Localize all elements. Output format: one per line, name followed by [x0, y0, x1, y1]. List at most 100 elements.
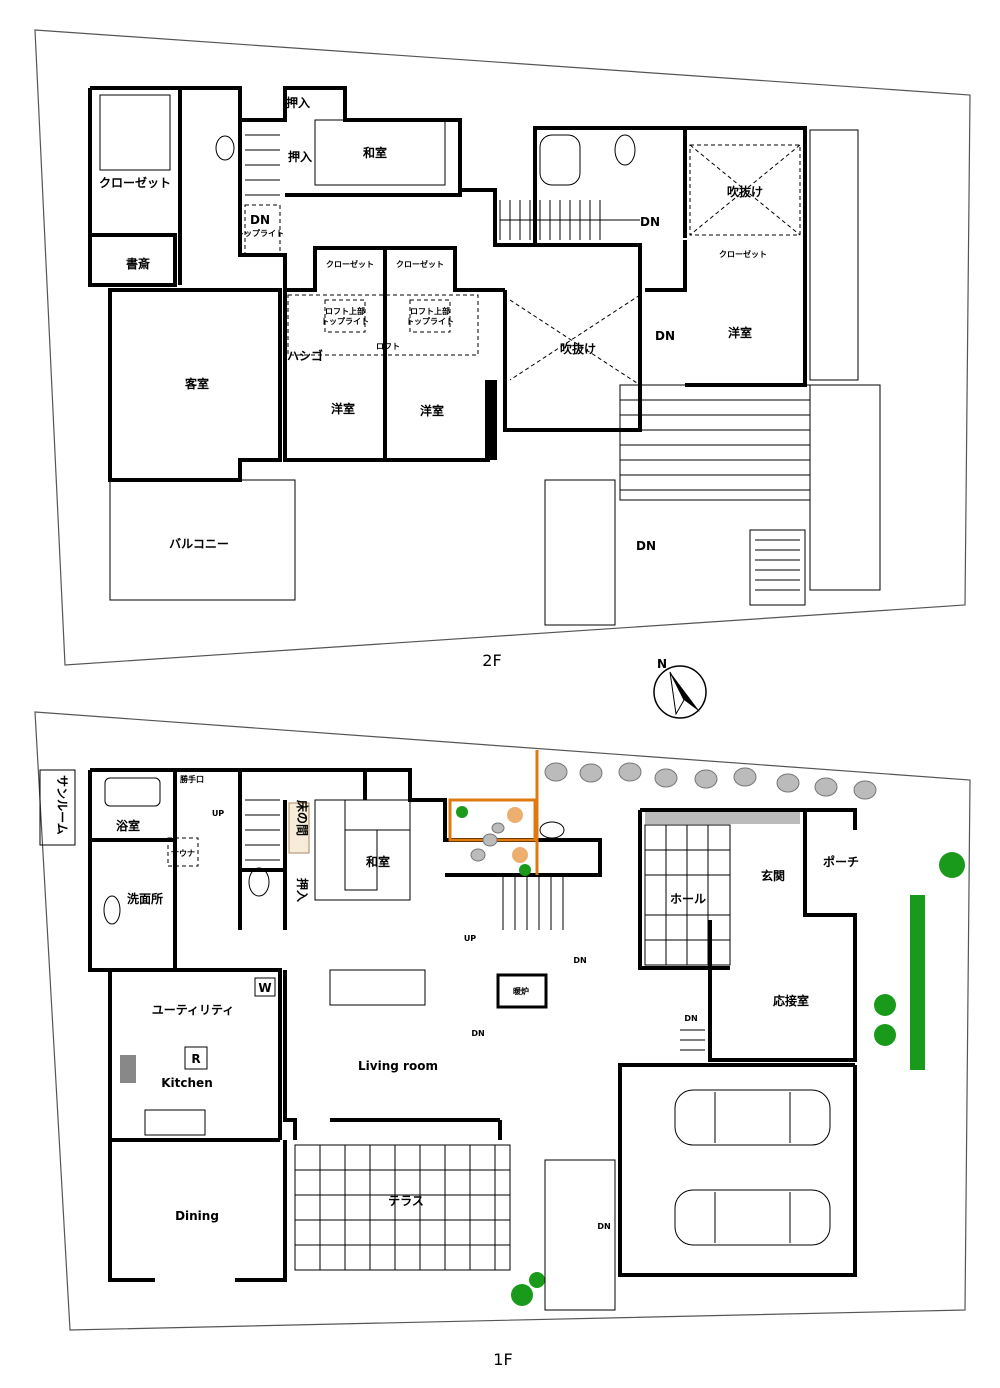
- sauna-outline: [167, 837, 199, 867]
- room-label: 応接室: [773, 993, 809, 1008]
- room-label: 洋室: [331, 401, 355, 416]
- room-label: サンルーム: [55, 775, 69, 835]
- side-terrace: [809, 129, 859, 381]
- toilet-icon: [539, 821, 565, 839]
- room-label: 床の間: [295, 800, 310, 836]
- atrium-1: [689, 144, 801, 236]
- room-label: 洗面所: [127, 891, 163, 906]
- bush-icon: [939, 852, 965, 878]
- room-label: テラス: [388, 1194, 424, 1208]
- toilet-icon: [215, 135, 235, 161]
- room-label: ポーチ: [823, 854, 859, 869]
- room-label: 書斎: [126, 256, 150, 271]
- bush-icon: [529, 1272, 545, 1288]
- room-label: ハシゴ: [287, 348, 323, 363]
- stair-label: DN: [640, 215, 660, 229]
- stair-label: DN: [636, 539, 656, 553]
- toilet-icon: [248, 867, 270, 897]
- walkway: [544, 1159, 616, 1311]
- walls-2f: [88, 86, 807, 482]
- balcony-outline: [109, 479, 296, 601]
- deck: [619, 384, 811, 501]
- room-label: クローゼット: [326, 259, 374, 269]
- room-label: トップライト: [236, 228, 284, 238]
- toilet-icon: [614, 134, 636, 166]
- room-label: ロフト上部: [325, 306, 365, 316]
- room-label: バルコニー: [169, 537, 229, 551]
- room-label: クローゼット: [396, 259, 444, 269]
- stair-label: DN: [471, 1029, 484, 1038]
- inner-garden: [448, 750, 539, 876]
- room-label: 和室: [362, 145, 387, 160]
- room-label: W: [258, 981, 271, 995]
- bathtub-icon: [104, 777, 161, 807]
- stair-label: DN: [597, 1222, 610, 1231]
- bush-icon: [874, 1024, 896, 1046]
- terrace-tiles: [294, 1144, 511, 1271]
- floor-label-2f: 2F: [482, 651, 501, 670]
- stove-icon: [120, 1055, 136, 1083]
- room-label: Kitchen: [161, 1076, 213, 1090]
- room-label: R: [191, 1052, 200, 1066]
- stairs-2f: [245, 134, 640, 240]
- stair-label: DN: [655, 329, 675, 343]
- fireplace-icon: [496, 973, 548, 1009]
- room-label: 洋室: [728, 325, 752, 340]
- kitchen-counter: [144, 1109, 206, 1136]
- stair-label: DN: [250, 213, 270, 227]
- room-label: 和室: [365, 854, 390, 869]
- room-label: 吹抜け: [560, 341, 596, 356]
- room-label: 客室: [184, 376, 209, 391]
- loft-toplight-b: [409, 299, 451, 333]
- room-label: 浴室: [116, 818, 140, 833]
- room-label: クローゼット: [719, 249, 767, 259]
- loft-toplight-a: [324, 299, 366, 333]
- room-label: サウナ: [171, 849, 195, 858]
- pillar: [485, 380, 497, 460]
- sink-icon: [103, 895, 121, 925]
- room-label: クローゼット: [99, 175, 171, 190]
- tatami-mats: [314, 799, 411, 901]
- hedge: [910, 895, 925, 1070]
- room-label: トップライト: [406, 316, 454, 326]
- floor-1f: サンルーム 浴室 勝手口 サウナ 洗面所 UP 床の間 押入 和室 UP ホール…: [34, 711, 971, 1369]
- floor-2f: クローゼット 書斎 押入 押入 和室 DN トップライト DN 吹抜け クローゼ…: [34, 29, 971, 670]
- room-label: 押入: [288, 149, 312, 164]
- washitsu-inner: [314, 119, 446, 186]
- stair-label: UP: [212, 809, 224, 818]
- site-boundary-1f: [34, 711, 971, 1331]
- room-label: トップライト: [321, 316, 369, 326]
- hall-tiles: [644, 824, 731, 966]
- room-label: 暖炉: [513, 986, 529, 996]
- room-label: 押入: [286, 95, 310, 110]
- room-label: 勝手口: [180, 774, 204, 784]
- room-label: Dining: [175, 1209, 219, 1223]
- room-label: ロフト: [376, 342, 400, 351]
- side-terrace: [809, 384, 881, 591]
- sunroom-outline: [39, 769, 76, 846]
- bathtub-icon: [539, 134, 581, 186]
- fridge-icon: [184, 1046, 208, 1070]
- closet-inner: [99, 94, 171, 171]
- sofa-icon: [329, 969, 426, 1006]
- floor-label-1f: 1F: [493, 1350, 512, 1369]
- stepping-stones: [544, 762, 877, 800]
- tokonoma-outline: [288, 802, 310, 854]
- stair-label: DN: [684, 1014, 697, 1023]
- site-boundary-2f: [34, 29, 971, 666]
- stairs-1f: [245, 799, 705, 1051]
- walkway: [544, 479, 616, 626]
- car-icon: [674, 1089, 831, 1146]
- room-label: ロフト上部: [410, 306, 450, 316]
- room-label: 押入: [295, 878, 310, 902]
- bush-icon: [511, 1284, 533, 1306]
- room-label: ユーティリティ: [152, 1003, 235, 1017]
- toplight-outline: [244, 204, 281, 256]
- north-arrow-icon: N: [653, 657, 707, 719]
- atrium-2: [509, 294, 641, 386]
- stair-label: DN: [573, 956, 586, 965]
- room-label: Living room: [358, 1059, 438, 1073]
- washer-icon: [254, 977, 276, 997]
- bush-icon: [874, 994, 896, 1016]
